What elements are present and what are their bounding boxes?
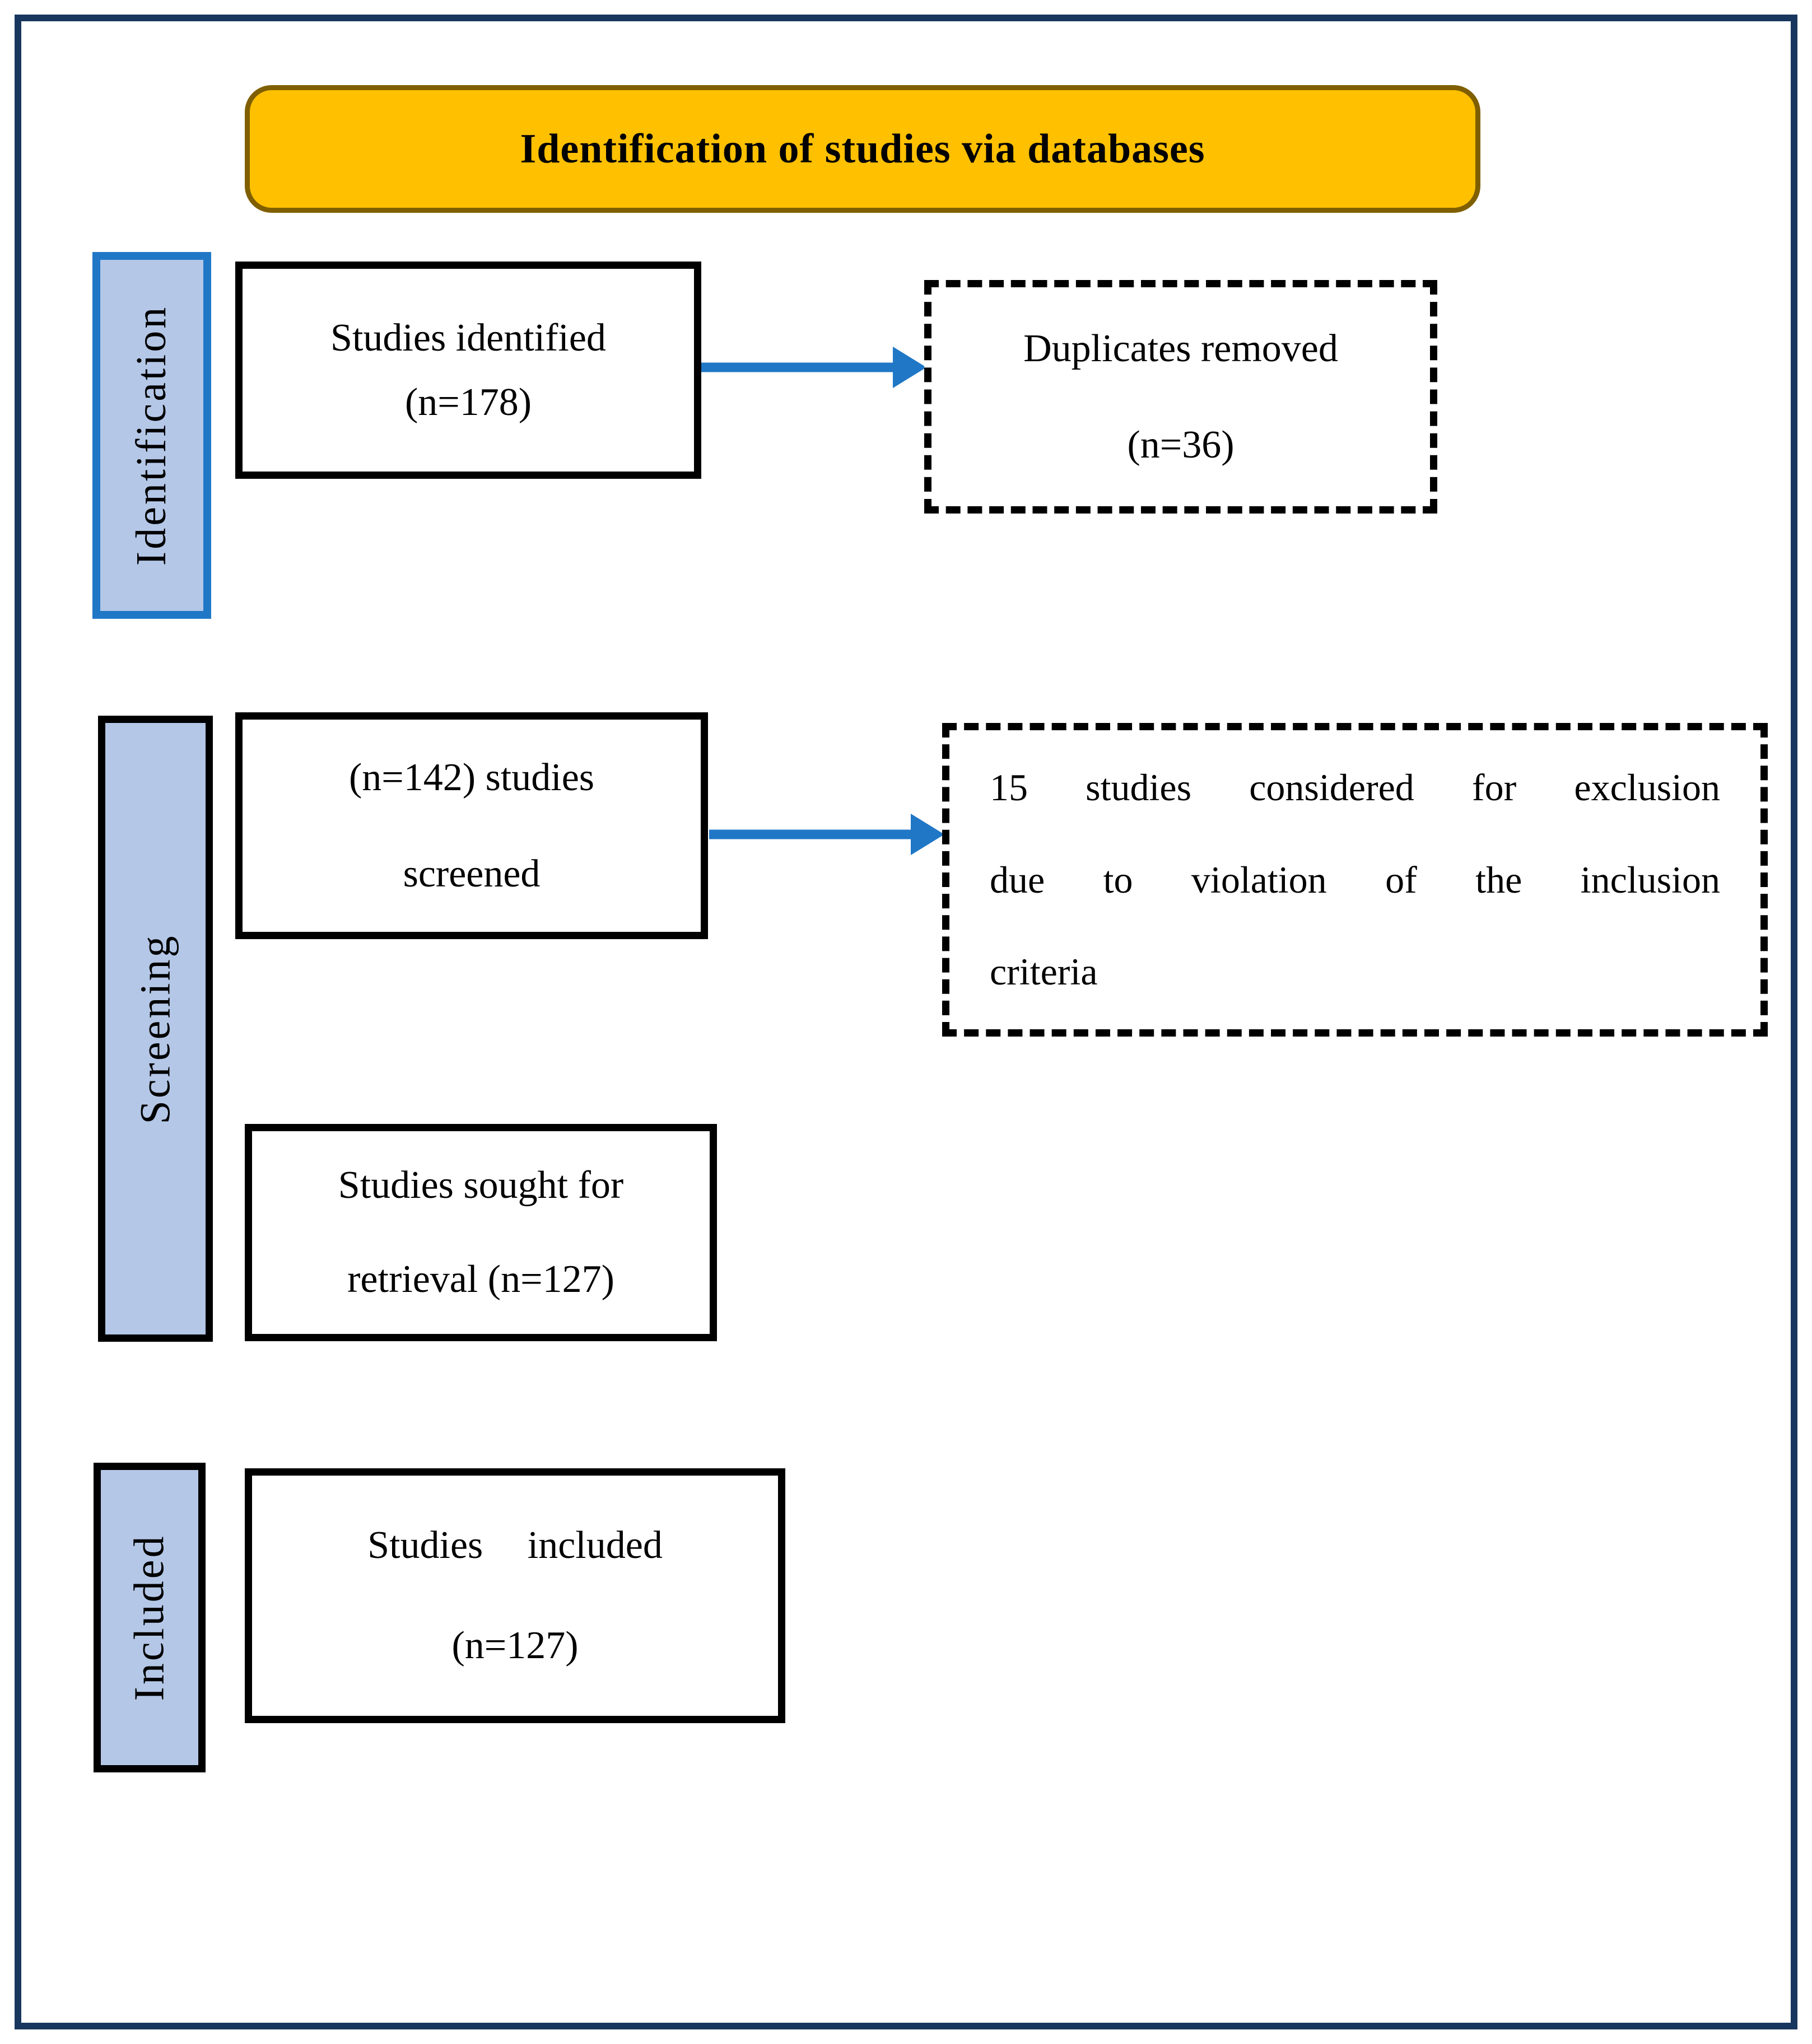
box-text-line: (n=142) studies <box>348 756 595 799</box>
stage-sidebar-included: Included <box>94 1463 206 1772</box>
figure-border <box>15 15 1797 2029</box>
arrow-identified-to-duplicates <box>701 342 926 393</box>
box-text-line: Duplicates removed <box>1023 327 1338 370</box>
arrow-screened-to-excluded <box>709 809 944 860</box>
arrowhead-icon <box>911 814 944 855</box>
arrow-shaft <box>701 362 895 372</box>
box-text-line: (n=36) <box>1127 423 1235 466</box>
banner-title: Identification of studies via databases <box>520 125 1205 172</box>
box-text-line: due to violation of the inclusion <box>990 858 1720 901</box>
box-studies-sought-retrieval: Studies sought for retrieval (n=127) <box>245 1124 717 1341</box>
box-text-line: (n=127) <box>451 1623 579 1667</box>
box-text-line: Studies included <box>367 1524 663 1567</box>
box-text-line: criteria <box>990 950 1098 993</box>
box-text-line: 15 studies considered for exclusion <box>990 766 1720 809</box>
box-text-line: screened <box>403 852 541 895</box>
box-text-line: retrieval (n=127) <box>347 1258 614 1301</box>
stage-label-screening: Screening <box>132 934 179 1124</box>
stage-label-identification: Identification <box>128 305 175 566</box>
box-text-line: Studies sought for <box>338 1164 624 1207</box>
arrowhead-icon <box>893 347 926 388</box>
box-text-line: Studies identified <box>330 316 606 360</box>
box-text-line: (n=178) <box>404 381 532 424</box>
box-studies-identified: Studies identified (n=178) <box>235 262 701 479</box>
arrow-shaft <box>709 829 913 839</box>
stage-sidebar-identification: Identification <box>92 252 211 619</box>
banner: Identification of studies via databases <box>245 85 1480 213</box>
stage-label-included: Included <box>125 1534 173 1701</box>
box-duplicates-removed: Duplicates removed (n=36) <box>924 280 1437 514</box>
box-studies-included: Studies included (n=127) <box>245 1468 785 1723</box>
box-excluded-studies: 15 studies considered for exclusion due … <box>942 723 1768 1037</box>
stage-sidebar-screening: Screening <box>98 716 213 1342</box>
box-studies-screened: (n=142) studies screened <box>235 712 708 939</box>
